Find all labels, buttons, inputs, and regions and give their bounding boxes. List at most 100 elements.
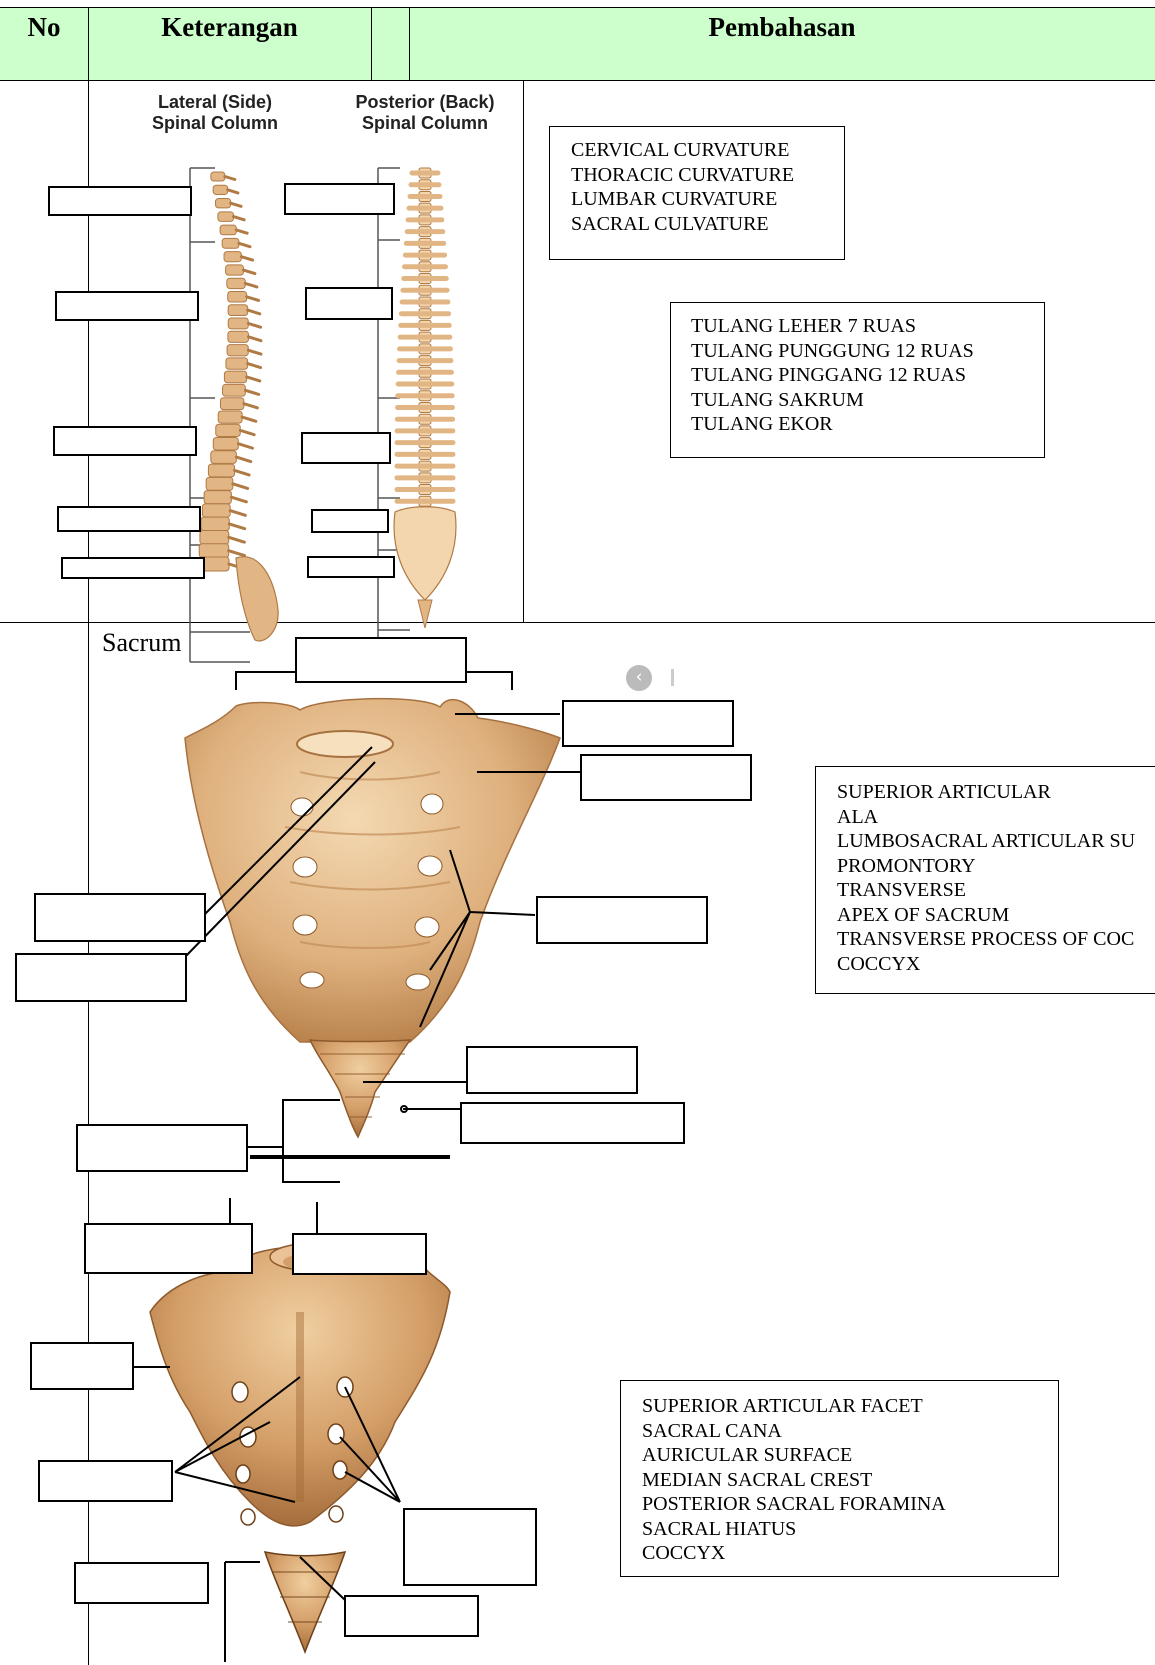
lateral-spinous-process	[242, 417, 256, 421]
lateral-vertebra	[227, 345, 248, 356]
sacrum-ant-label-blank-3[interactable]	[580, 754, 752, 801]
lateral-vertebra	[204, 491, 231, 504]
sacrum-ant-label-blank-8[interactable]	[460, 1102, 685, 1144]
spine-label-blank-10[interactable]	[307, 556, 395, 578]
curvature-item: CERVICAL CURVATURE	[571, 138, 844, 163]
lateral-spinous-process	[229, 551, 245, 556]
row1-divider	[523, 80, 524, 623]
word-bank-sacrum-posterior: SUPERIOR ARTICULAR FACET SACRAL CANA AUR…	[620, 1380, 1059, 1577]
spine-label-blank-6[interactable]	[284, 183, 395, 215]
posterior-sacrum-small	[394, 507, 456, 600]
lateral-spinous-process	[238, 444, 252, 448]
lateral-spinous-process	[231, 497, 246, 502]
lateral-spinous-process	[248, 350, 261, 354]
lateral-vertebra	[228, 331, 249, 342]
lateral-vertebra	[201, 517, 229, 530]
sacrum-ant-label-blank-2[interactable]	[562, 700, 734, 747]
lateral-vertebra	[220, 225, 236, 235]
lateral-spinous-process	[234, 217, 245, 220]
lateral-spinous-process	[248, 310, 260, 314]
spine-label-blank-9[interactable]	[311, 509, 389, 533]
spine-label-blank-5[interactable]	[61, 557, 205, 579]
lateral-spinous-process	[229, 537, 245, 542]
sacrum-ant-label-blank-4[interactable]	[34, 893, 206, 942]
bone-item: TULANG PUNGGUNG 12 RUAS	[691, 339, 1044, 364]
lateral-vertebra	[228, 291, 247, 302]
lateral-spinous-process	[241, 257, 252, 260]
sacrum-ant-item: LUMBOSACRAL ARTICULAR SU	[837, 829, 1155, 854]
lateral-spinous-process	[248, 337, 260, 341]
lateral-spinous-process	[230, 511, 245, 516]
lateral-vertebra	[200, 530, 229, 544]
curvature-item: LUMBAR CURVATURE	[571, 187, 844, 212]
lateral-vertebra	[213, 438, 238, 450]
lateral-vertebra	[218, 212, 234, 222]
spine-label-blank-8[interactable]	[301, 432, 391, 464]
sacrum-post-item: MEDIAN SACRAL CREST	[642, 1468, 1058, 1493]
sacrum-ant-label-blank-5[interactable]	[15, 953, 187, 1002]
sacrum-ant-item: PROMONTORY	[837, 854, 1155, 879]
lateral-vertebra	[216, 199, 231, 208]
sacrum-ant-label-blank-9[interactable]	[76, 1124, 248, 1172]
bone-item: TULANG PINGGANG 12 RUAS	[691, 363, 1044, 388]
lateral-vertebra	[211, 172, 225, 181]
lateral-spinous-process	[228, 190, 238, 193]
sacrum-ant-item: TRANSVERSE	[837, 878, 1155, 903]
sacrum-post-label-blank-1[interactable]	[84, 1223, 253, 1274]
table-top-border	[0, 7, 1155, 8]
lateral-vertebra	[224, 371, 246, 383]
header-keterangan: Keterangan	[88, 14, 371, 41]
sacrum-post-item: SACRAL CANA	[642, 1419, 1058, 1444]
lateral-vertebra	[213, 185, 228, 194]
lateral-spinous-process	[236, 230, 247, 233]
lateral-vertebra	[228, 318, 248, 329]
sacrum-ant-label-blank-7[interactable]	[466, 1046, 638, 1094]
lateral-spinous-process	[233, 484, 248, 489]
sacrum-ant-item: SUPERIOR ARTICULAR	[837, 780, 1155, 805]
sacrum-post-label-blank-4[interactable]	[38, 1460, 173, 1502]
lateral-spinous-process	[235, 470, 250, 475]
header-pembahasan: Pembahasan	[409, 14, 1155, 41]
lateral-vertebra	[228, 305, 248, 316]
lateral-spinous-process	[248, 323, 260, 327]
lateral-vertebra	[220, 398, 243, 410]
sacrum-post-label-blank-7[interactable]	[344, 1595, 479, 1637]
spine-label-blank-1[interactable]	[48, 186, 192, 216]
sacrum-post-item: AURICULAR SURFACE	[642, 1443, 1058, 1468]
lateral-spinous-process	[243, 270, 254, 273]
sacrum-ant-item: ALA	[837, 805, 1155, 830]
lateral-vertebra	[206, 477, 233, 490]
curvature-item: THORACIC CURVATURE	[571, 163, 844, 188]
lateral-spinous-process	[236, 457, 250, 461]
header-no: No	[0, 14, 88, 41]
spine-label-blank-7[interactable]	[305, 287, 393, 320]
spine-label-blank-2[interactable]	[55, 291, 199, 321]
word-bank-sacrum-anterior: SUPERIOR ARTICULAR ALA LUMBOSACRAL ARTIC…	[815, 766, 1155, 994]
sacrum-ant-label-blank-6[interactable]	[536, 896, 708, 944]
bone-item: TULANG SAKRUM	[691, 388, 1044, 413]
word-bank-bones: TULANG LEHER 7 RUAS TULANG PUNGGUNG 12 R…	[670, 302, 1045, 458]
posterior-spine	[394, 168, 456, 628]
bone-item: TULANG EKOR	[691, 412, 1044, 437]
lateral-vertebra	[216, 424, 240, 436]
spine-illustrations	[0, 80, 523, 622]
lateral-spinous-process	[245, 283, 257, 287]
sacrum-post-item: SACRAL HIATUS	[642, 1517, 1058, 1542]
lateral-spinous-process	[245, 390, 258, 394]
lateral-vertebra	[218, 411, 242, 423]
sacrum-post-label-blank-2[interactable]	[292, 1233, 427, 1275]
lateral-spinous-process	[231, 203, 241, 206]
sacrum-post-label-blank-3[interactable]	[30, 1342, 134, 1390]
spine-label-blank-3[interactable]	[53, 426, 197, 456]
spine-label-blank-4[interactable]	[57, 506, 201, 532]
lateral-vertebra	[226, 358, 248, 369]
lateral-vertebra	[226, 265, 244, 275]
lateral-spinous-process	[248, 364, 261, 368]
lateral-spinous-process	[240, 430, 254, 434]
lateral-spinous-process	[247, 377, 260, 381]
sacrum-post-item: SUPERIOR ARTICULAR FACET	[642, 1394, 1058, 1419]
sacrum-post-label-blank-5[interactable]	[403, 1508, 537, 1586]
sacrum-post-item: COCCYX	[642, 1541, 1058, 1566]
sacrum-post-label-blank-6[interactable]	[74, 1562, 209, 1604]
sacrum-ant-label-blank-1[interactable]	[295, 637, 467, 683]
